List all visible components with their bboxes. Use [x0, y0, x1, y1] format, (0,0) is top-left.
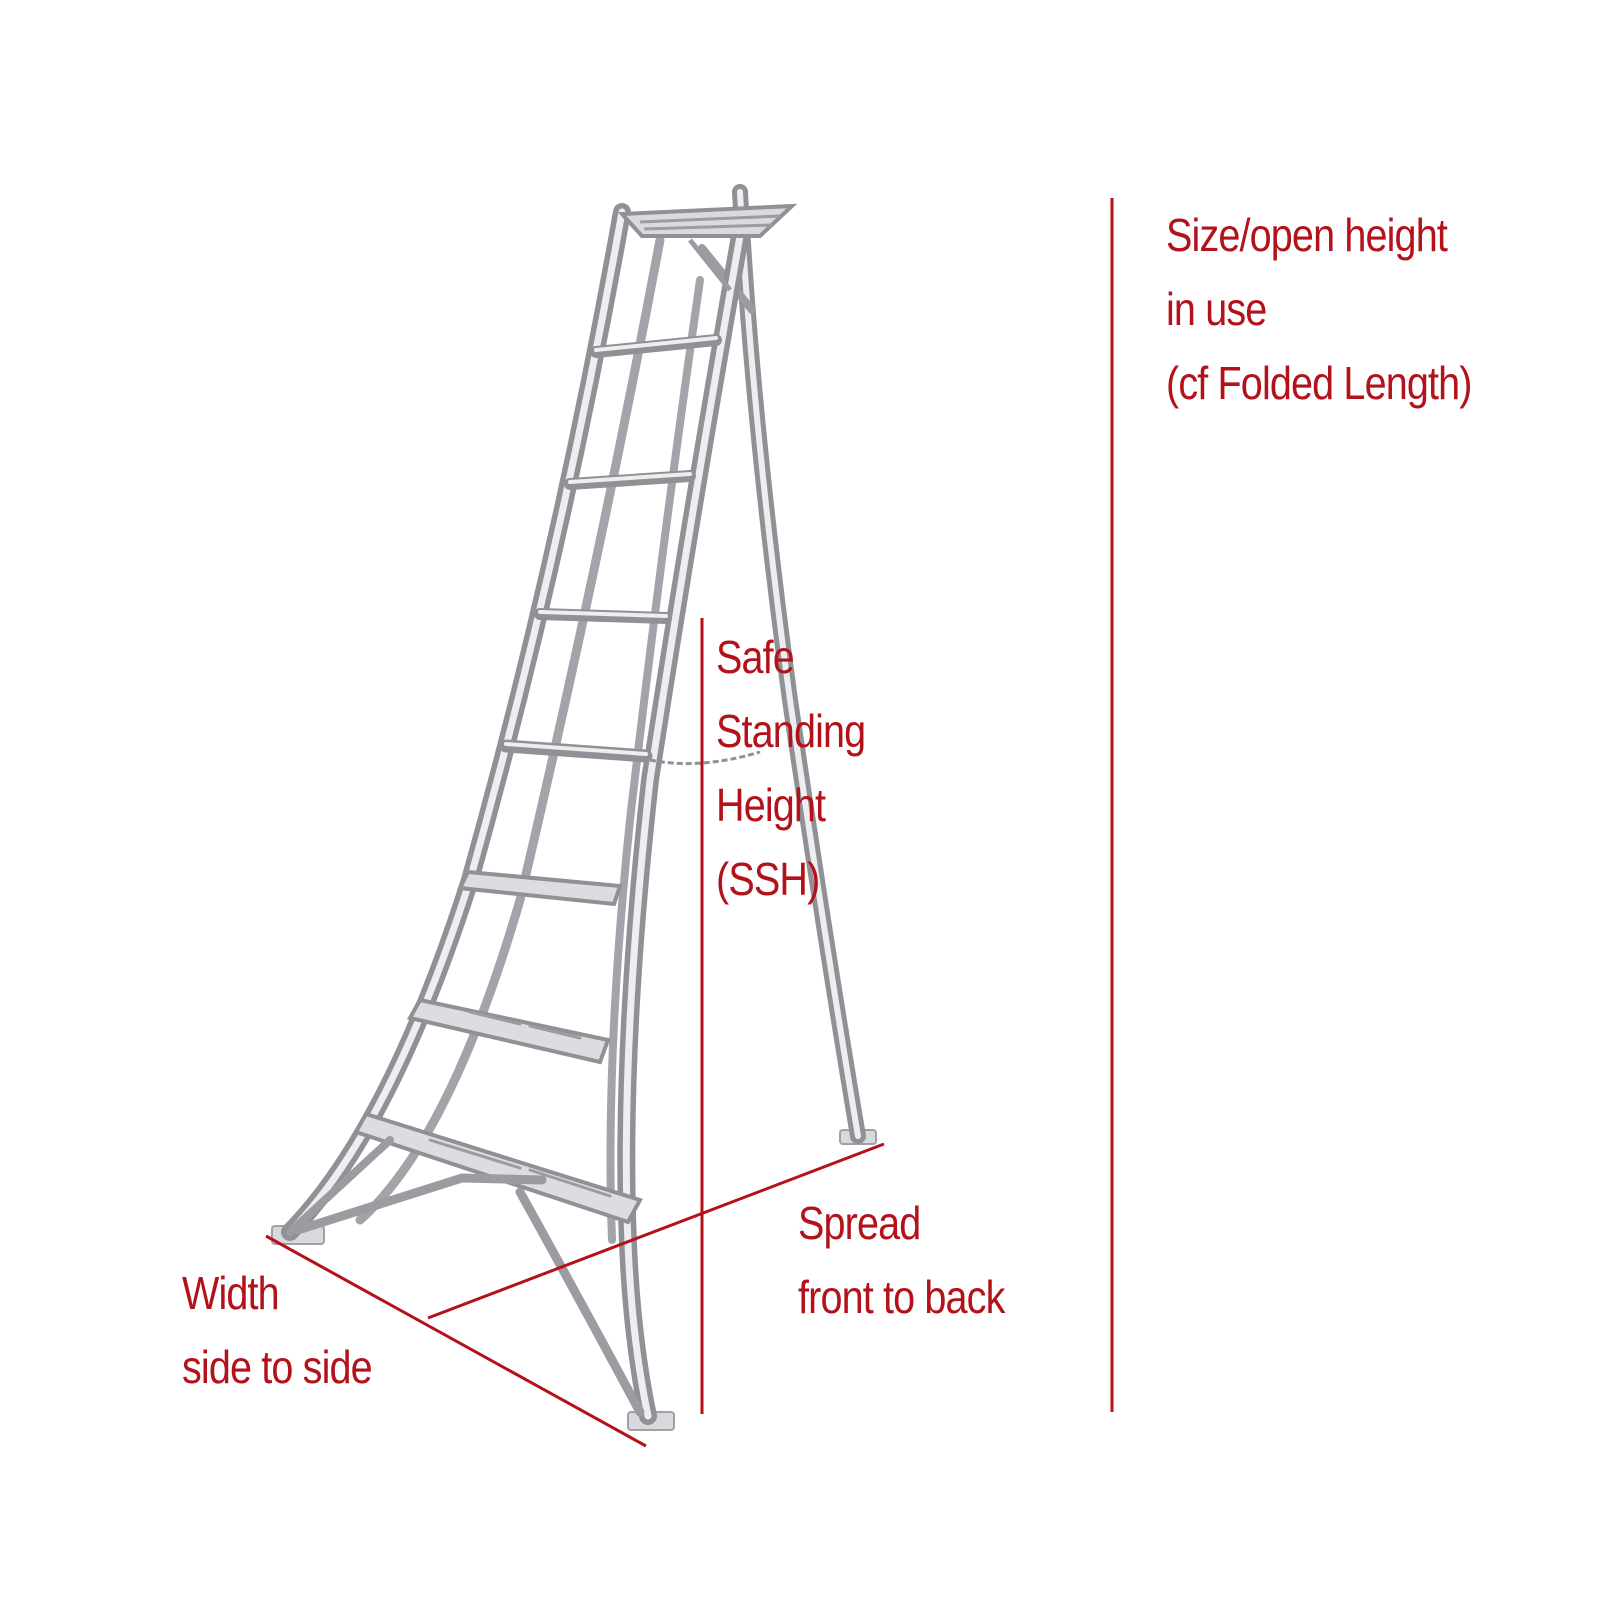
rung-4: [499, 739, 653, 763]
width-line: [265, 1234, 647, 1448]
annotation-lines: [265, 198, 1114, 1448]
ladder-rungs: [353, 334, 722, 1225]
spread-line-2: front to back: [798, 1271, 1005, 1323]
left-rail: [281, 203, 665, 1241]
rung-3: [534, 608, 672, 624]
ssh-line-2: Standing: [716, 705, 866, 757]
spread-label: Spread front to back: [798, 1186, 1038, 1334]
size-open-height-line-1: Size/open height: [1166, 209, 1448, 261]
size-open-height-line-3: (cf Folded Length): [1166, 357, 1472, 409]
ssh-line-3: Height: [716, 779, 826, 831]
rung-6: [406, 997, 611, 1065]
rung-1: [590, 334, 722, 358]
right-rail: [606, 227, 749, 1425]
top-platform: [617, 203, 798, 292]
safe-standing-height-label: Safe Standing Height (SSH): [716, 620, 890, 916]
ssh-line-1: Safe: [716, 631, 795, 683]
size-open-height-label: Size/open height in use (cf Folded Lengt…: [1166, 198, 1521, 420]
rung-5: [456, 869, 623, 907]
rung-2: [564, 470, 696, 490]
width-label: Width side to side: [182, 1256, 403, 1404]
spread-line-1: Spread: [798, 1197, 921, 1249]
rung-7: [353, 1111, 643, 1225]
size-open-height-line-2: in use: [1166, 283, 1267, 335]
width-line-2: side to side: [182, 1341, 373, 1393]
spread-line: [427, 1142, 885, 1320]
ssh-line-4: (SSH): [716, 853, 820, 905]
safety-chain: [649, 750, 761, 766]
width-line-1: Width: [182, 1267, 280, 1319]
bottom-braces: [286, 1136, 645, 1417]
